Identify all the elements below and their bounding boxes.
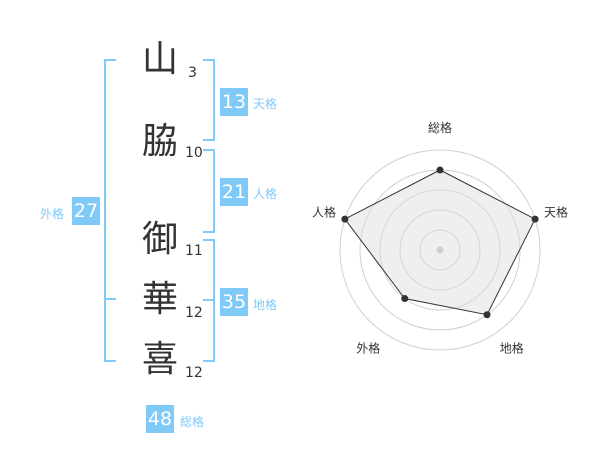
radar-axis-label: 天格: [544, 204, 568, 219]
jinkaku-bracket: [203, 149, 215, 233]
soukaku-value: 48: [146, 405, 174, 433]
radar-data-point: [531, 215, 539, 223]
stroke-count-1: 3: [188, 65, 197, 81]
chikaku-label: 地格: [253, 298, 278, 312]
radar-grid-ring: [419, 229, 461, 271]
tenkaku-bracket: [203, 59, 215, 141]
soukaku-label: 総格: [180, 415, 205, 429]
tenkaku-value: 13: [220, 88, 248, 116]
radar-data-point: [483, 311, 491, 319]
radar-axis-label: 外格: [356, 341, 380, 356]
tenkaku-label: 天格: [253, 97, 278, 111]
name-char-4: 華: [141, 279, 178, 320]
jinkaku-value: 21: [220, 178, 248, 206]
radar-data-point: [436, 166, 444, 174]
stroke-count-3: 11: [185, 243, 203, 259]
radar-grid-ring: [339, 149, 541, 351]
gaikaku-label: 外格: [40, 207, 65, 221]
gaikaku-value: 27: [72, 197, 100, 225]
name-char-5: 喜: [141, 339, 178, 380]
jinkaku-label: 人格: [253, 187, 278, 201]
gaikaku-bracket: [104, 59, 116, 362]
name-char-1: 山: [141, 39, 178, 80]
radar-data-point: [341, 215, 349, 223]
gaikaku-bracket-tick: [104, 298, 116, 300]
chikaku-bracket-tick: [203, 299, 213, 301]
stroke-count-5: 12: [185, 365, 203, 381]
radar-grid-ring: [399, 209, 481, 291]
radar-series-polygon: [344, 169, 536, 316]
radar-axis-label: 総格: [428, 120, 452, 135]
radar-axis-label: 人格: [312, 204, 336, 219]
chikaku-value: 35: [220, 288, 248, 316]
radar-center-dot: [436, 246, 444, 254]
stroke-count-4: 12: [185, 305, 203, 321]
radar-grid-ring: [379, 189, 501, 311]
radar-axis-label: 地格: [500, 341, 524, 356]
radar-data-point: [401, 295, 409, 303]
name-char-3: 御: [141, 219, 178, 260]
stroke-count-2: 10: [185, 145, 203, 161]
name-char-2: 脇: [141, 121, 178, 162]
chikaku-bracket: [203, 239, 215, 362]
